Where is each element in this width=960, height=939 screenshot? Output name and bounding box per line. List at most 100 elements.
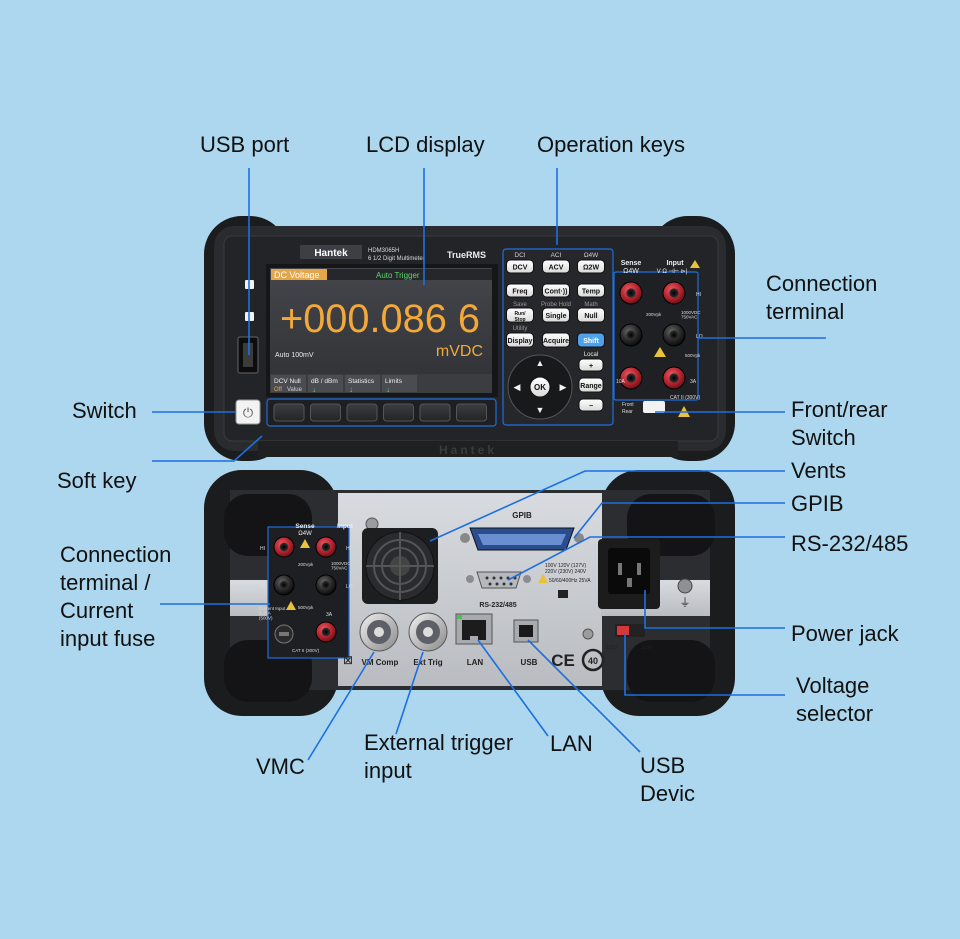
key-row4[interactable]: Acquire — [542, 332, 570, 348]
ground-icon: ⏚ — [680, 596, 691, 609]
input-label: Input — [666, 260, 684, 267]
rear-sense-label: Sense — [295, 523, 315, 530]
navigation-pad[interactable]: OK▲▼◀▶ — [507, 354, 573, 420]
rear-sense-lo-terminal[interactable] — [273, 574, 295, 596]
svg-text:Run/: Run/ — [514, 311, 526, 317]
rs232-connector[interactable]: RS-232/485 — [466, 571, 531, 609]
lan-port[interactable] — [455, 613, 493, 645]
front-bezel-strip — [258, 441, 678, 457]
key-group-label: Math — [584, 302, 597, 308]
key-row2[interactable]: Cont·)) — [542, 283, 570, 298]
input-lo-terminal[interactable] — [662, 323, 686, 347]
power-jack[interactable] — [598, 539, 660, 609]
key-row3[interactable]: Run/Stop — [506, 307, 534, 323]
rear-rating-200: 200Vpk — [298, 562, 314, 567]
key-row2[interactable]: Freq — [506, 283, 534, 298]
lcd-softkey-value: Value — [287, 387, 303, 393]
callout-external-trigger: External trigger input — [364, 730, 514, 783]
rating-500: 500Vpk — [685, 353, 701, 358]
key-row4[interactable]: Display — [506, 332, 534, 348]
usb-device-port[interactable] — [513, 619, 539, 643]
rear-input-hi-terminal[interactable] — [315, 536, 337, 558]
rear-current-3a-terminal[interactable] — [315, 621, 337, 643]
usb-label: USB — [521, 658, 538, 667]
key-header-label: Ω4W — [584, 252, 599, 259]
ext-trig-label: Ext Trig — [413, 658, 442, 667]
lcd-mode-tab — [271, 269, 327, 280]
front-panel: Hantek ⏻ Hantek HDM3065H 6 1/2 Digit Mul… — [204, 216, 735, 461]
v220-label: 220V — [606, 645, 618, 651]
left-arrow-icon[interactable]: ◀ — [514, 382, 521, 392]
soft-key[interactable] — [273, 403, 305, 422]
svg-text:Shift: Shift — [583, 338, 599, 345]
lcd-status-bar — [327, 269, 492, 280]
leader-rs232 — [507, 536, 785, 581]
soft-key[interactable] — [456, 403, 487, 422]
voltage-selector-switch[interactable] — [615, 624, 645, 637]
leader-soft-key — [152, 435, 263, 462]
key-dcv[interactable]: DCV — [506, 259, 534, 274]
ground-screw — [677, 578, 693, 594]
hi-label: HI — [696, 292, 701, 298]
leader-lines — [152, 168, 826, 761]
soft-keys — [266, 398, 497, 427]
key-row4[interactable]: Shift — [577, 332, 605, 348]
fuse-label: (500V) — [259, 615, 273, 620]
vents — [362, 528, 438, 604]
model-number: HDM3065H — [368, 248, 399, 254]
rear-input-lo-terminal[interactable] — [315, 574, 337, 596]
lcd-softkey-cell — [456, 375, 491, 392]
lcd-softkey-cell — [271, 375, 306, 392]
lcd-unit: mVDC — [436, 343, 483, 360]
sense-hi-terminal[interactable] — [619, 281, 643, 305]
key-range[interactable]: Range — [578, 377, 604, 393]
lcd-softkey-cell — [382, 375, 417, 392]
up-arrow-icon[interactable]: ▲ — [536, 358, 545, 368]
leader-gpib — [573, 502, 785, 539]
bumper-recess — [627, 640, 715, 702]
soft-key[interactable] — [419, 403, 451, 422]
key-row2[interactable]: Temp — [577, 283, 605, 298]
callout-vents: Vents — [791, 458, 847, 483]
soft-key[interactable] — [383, 403, 414, 422]
rear-rating-1000: 1000VDC — [331, 561, 351, 566]
lcd-softkey-label: Statistics — [348, 378, 375, 385]
gpib-connector[interactable]: GPIB — [460, 511, 584, 551]
input-hi-terminal[interactable] — [662, 281, 686, 305]
down-arrow-icon[interactable]: ▼ — [536, 405, 545, 415]
key-row3[interactable]: Single — [542, 307, 570, 323]
callout-voltage-selector: Voltage selector — [796, 673, 874, 726]
soft-key[interactable] — [310, 403, 341, 422]
rear-sense-hi-terminal[interactable] — [273, 536, 295, 558]
current-input-fuse[interactable] — [274, 624, 294, 644]
key-acv[interactable]: ACV — [542, 259, 570, 274]
rohs-number: 40 — [588, 656, 598, 666]
callout-front-rear-switch: Front/rear Switch — [791, 397, 888, 450]
svg-text:Ω2W: Ω2W — [583, 265, 600, 272]
right-arrow-icon[interactable]: ▶ — [560, 382, 567, 392]
current-10a-terminal[interactable] — [619, 366, 643, 390]
lcd-reading: +000.086 6 — [280, 297, 480, 341]
key-header-label: ACI — [551, 252, 562, 259]
key-row3[interactable]: Null — [577, 307, 605, 323]
ext-trig-bnc[interactable] — [408, 612, 448, 652]
svg-text:Display: Display — [508, 338, 533, 345]
callout-connection-terminal: Connection terminal — [766, 271, 878, 324]
key-plus[interactable]: + — [578, 358, 604, 372]
front-rear-switch[interactable] — [643, 401, 665, 413]
key-ω2w[interactable]: Ω2W — [577, 259, 605, 274]
rear-hi-label: HI — [346, 546, 351, 552]
svg-text:ACV: ACV — [549, 265, 564, 272]
fuse-label: Current Input — [259, 606, 286, 611]
current-3a-terminal[interactable] — [662, 366, 686, 390]
svg-text:DCV: DCV — [513, 265, 528, 272]
lcd-softkey-cell — [345, 375, 380, 392]
sense-lo-terminal[interactable] — [619, 323, 643, 347]
soft-key[interactable] — [346, 403, 378, 422]
callout-usb-device: USB Devic — [640, 753, 696, 806]
key-minus[interactable]: − — [578, 398, 604, 412]
key-header-label: DCI — [514, 252, 525, 259]
vm-comp-bnc[interactable] — [359, 612, 399, 652]
